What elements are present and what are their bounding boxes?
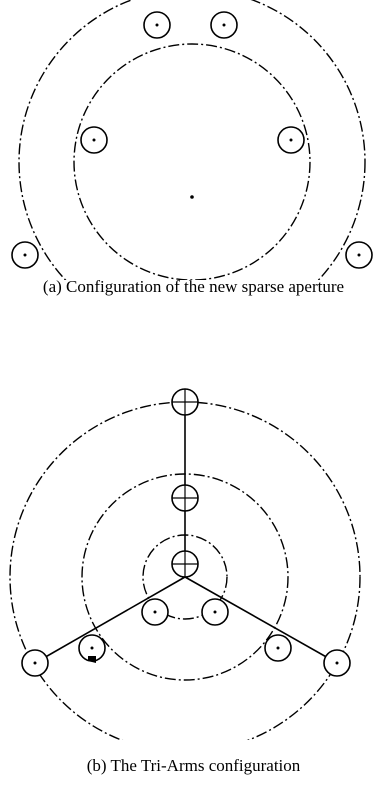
sparse-aperture-svg bbox=[11, 0, 373, 280]
aperture-arm-top-1 bbox=[171, 388, 199, 416]
aperture-arm-left-2 bbox=[78, 634, 106, 663]
aperture-outer-4 bbox=[345, 241, 373, 269]
tri-arms-diagram bbox=[0, 330, 387, 740]
aperture-arm-right-1 bbox=[201, 598, 229, 626]
sparse-aperture-diagram bbox=[0, 0, 387, 300]
aperture-outer-3 bbox=[11, 241, 39, 269]
aperture-arm-top-3 bbox=[171, 550, 199, 578]
aperture-arm-right-3 bbox=[323, 649, 351, 677]
aperture-arm-left-3 bbox=[21, 649, 49, 677]
aperture-outer-2 bbox=[210, 11, 238, 39]
outer-ring bbox=[18, 0, 366, 280]
arm-lower-right bbox=[184, 576, 338, 664]
aperture-outer-1 bbox=[143, 11, 171, 39]
inner-ring bbox=[73, 43, 311, 280]
aperture-arm-right-2 bbox=[264, 634, 292, 662]
tri-arms-svg bbox=[9, 388, 361, 740]
arm-lower-left bbox=[34, 576, 186, 664]
center-point bbox=[190, 195, 194, 199]
caption-b: (b) The Tri-Arms configuration bbox=[86, 756, 301, 775]
aperture-inner-2 bbox=[277, 126, 305, 154]
aperture-arm-left-1 bbox=[141, 598, 169, 626]
caption-a: (a) Configuration of the new sparse aper… bbox=[42, 277, 345, 296]
aperture-inner-1 bbox=[80, 126, 108, 154]
aperture-arm-top-2 bbox=[171, 484, 199, 512]
